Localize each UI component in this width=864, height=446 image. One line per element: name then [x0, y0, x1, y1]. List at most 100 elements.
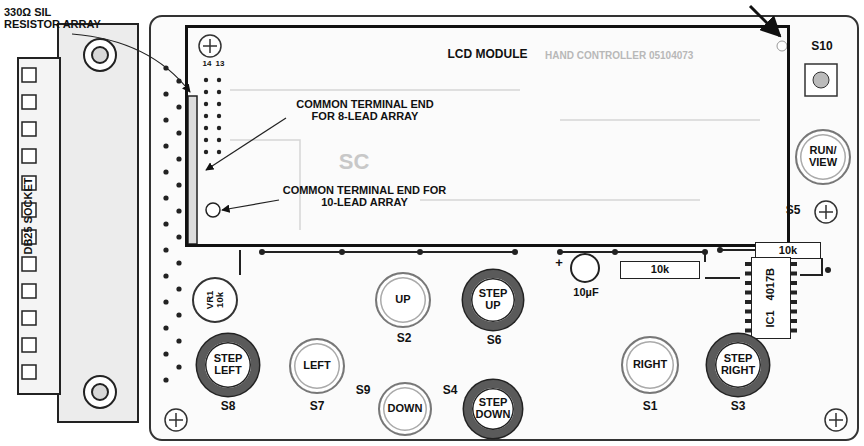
- pushbutton-switch: DOWN: [378, 382, 432, 436]
- part-designator: S1: [636, 400, 664, 413]
- db25-socket: [18, 24, 138, 422]
- ic-pin: [791, 300, 797, 304]
- part-designator: S5: [780, 204, 806, 217]
- db25-socket: [84, 39, 116, 71]
- resistor-symbol: 10k: [620, 261, 700, 279]
- socket-pin: [163, 377, 168, 382]
- pcb-board: [150, 16, 858, 440]
- node-label: LEFT: [303, 360, 331, 372]
- socket-pin: [163, 65, 181, 382]
- pushbutton-switch: RUN/ VIEW: [795, 129, 851, 185]
- trace-pad: [339, 249, 345, 255]
- trimpot-symbol: VR110k: [192, 277, 238, 323]
- part-designator: S9: [350, 384, 376, 397]
- header-pin: [217, 138, 221, 142]
- socket-tab: [22, 122, 36, 136]
- trace-pad: [612, 249, 618, 255]
- node-text-group: STEP DOWN: [474, 397, 512, 420]
- socket-pin: [163, 299, 168, 304]
- socket-tab: [22, 311, 36, 325]
- pushbutton-switch: RIGHT: [621, 336, 679, 394]
- mounting-screw: [825, 409, 847, 431]
- pcb-trace: [720, 249, 755, 251]
- node-label: STEP UP: [473, 288, 513, 311]
- mounting-screw: [199, 35, 221, 57]
- socket-pin: [163, 143, 168, 148]
- callout-label: COMMON TERMINAL END FOR 8-LEAD ARRAY: [290, 98, 440, 122]
- node-text-group: STEP UP: [473, 288, 513, 311]
- header-pin: [217, 126, 221, 130]
- header-pin: [204, 78, 221, 154]
- socket-tab: [22, 95, 36, 109]
- node-text-group: 10k: [651, 264, 669, 276]
- mounting-screw: [819, 205, 833, 219]
- socket-tab: [22, 257, 36, 271]
- socket-pin: [163, 325, 168, 330]
- ic-pin: [791, 291, 797, 295]
- leader-line: [206, 118, 286, 170]
- node-text-group: STEP RIGHT: [717, 353, 759, 376]
- node-text-group: STEP LEFT: [207, 353, 249, 376]
- tact-switch: [813, 72, 829, 88]
- db25-socket: [92, 47, 108, 63]
- node-label: 4017B: [765, 268, 777, 300]
- pcb-board: [150, 16, 858, 440]
- capacitor-symbol: [571, 254, 599, 282]
- node-label: STEP DOWN: [474, 397, 512, 420]
- faint-trace: [560, 119, 760, 121]
- pushbutton-switch: STEP LEFT: [197, 334, 259, 396]
- ic-pin: [791, 310, 797, 314]
- db25-socket: [18, 58, 60, 394]
- socket-pin: [163, 91, 168, 96]
- socket-tab: [22, 68, 36, 379]
- mounting-screw: [815, 201, 837, 223]
- socket-pin: [163, 247, 168, 252]
- trace-pad: [717, 247, 723, 253]
- part-designator: 13: [213, 60, 227, 69]
- node-text-group: RUN/ VIEW: [800, 145, 846, 168]
- pin1-marker: [777, 41, 787, 51]
- node-label: STEP LEFT: [207, 353, 249, 376]
- part-designator: S6: [480, 334, 508, 347]
- node-label: DOWN: [388, 403, 423, 415]
- part-designator: S2: [390, 332, 418, 345]
- ic-pin: [791, 262, 797, 266]
- pushbutton-switch: UP: [375, 272, 431, 328]
- silkscreen-text: SC: [334, 150, 374, 174]
- callout-label: COMMON TERMINAL END FOR 10-LEAD ARRAY: [282, 184, 447, 208]
- header-pin: [204, 126, 208, 130]
- mounting-screw: [165, 409, 187, 431]
- socket-pin: [176, 312, 181, 317]
- socket-tab: [22, 149, 36, 163]
- node-label: UP: [395, 294, 410, 306]
- node-label: RIGHT: [633, 359, 667, 371]
- part-designator: S8: [214, 400, 242, 413]
- socket-pin: [176, 260, 181, 265]
- tact-switch: [805, 64, 837, 96]
- header-pin: [204, 90, 208, 94]
- node-label: RUN/ VIEW: [800, 145, 846, 168]
- trace-pad: [825, 267, 831, 273]
- socket-pin: [163, 169, 168, 174]
- node-label: IC1: [765, 311, 777, 328]
- header-pin: [204, 150, 208, 154]
- leader-line: [72, 34, 286, 210]
- node-text-group: RIGHT: [633, 359, 667, 371]
- resistor-array: [188, 96, 197, 244]
- node-text-group: LEFT: [303, 360, 331, 372]
- part-designator: S4: [437, 384, 463, 397]
- header-pin: [217, 114, 221, 118]
- socket-tab: [22, 68, 36, 82]
- pushbutton-switch: STEP UP: [463, 270, 523, 330]
- node-text-group: VR110k: [205, 291, 225, 309]
- node-text-group: DOWN: [388, 403, 423, 415]
- socket-pin: [176, 182, 181, 187]
- trace-pad: [557, 249, 563, 255]
- socket-pin: [176, 104, 181, 109]
- socket-tab: [22, 365, 36, 379]
- ic-pin: [791, 281, 797, 285]
- node-text-group: UP: [395, 294, 410, 306]
- capacitor-symbol: [571, 254, 599, 282]
- leader-line: [222, 200, 279, 210]
